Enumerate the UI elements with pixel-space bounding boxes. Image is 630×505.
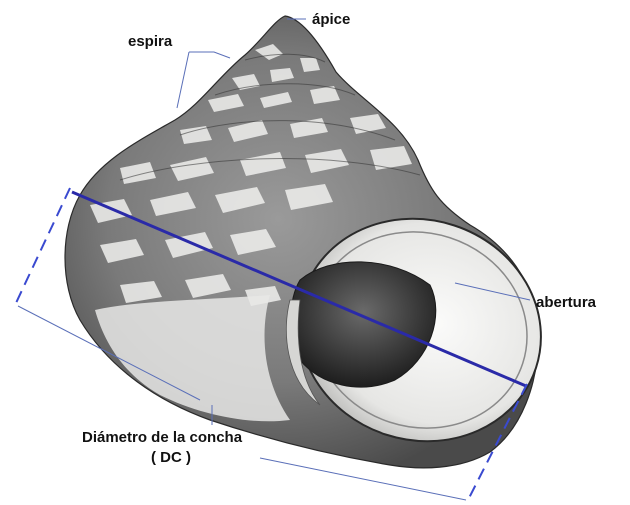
diameter-abbrev-label: ( DC ) xyxy=(151,449,191,466)
spire-leader-down xyxy=(177,52,189,108)
spire-label: espira xyxy=(128,33,173,50)
shell-base xyxy=(95,295,290,421)
aperture-label: abertura xyxy=(536,294,597,311)
spire-leader xyxy=(189,52,230,58)
diameter-label: Diámetro de la concha xyxy=(82,429,243,446)
apex-label: ápice xyxy=(312,11,350,28)
diameter-dashed-left xyxy=(16,188,70,303)
shell xyxy=(65,16,570,472)
